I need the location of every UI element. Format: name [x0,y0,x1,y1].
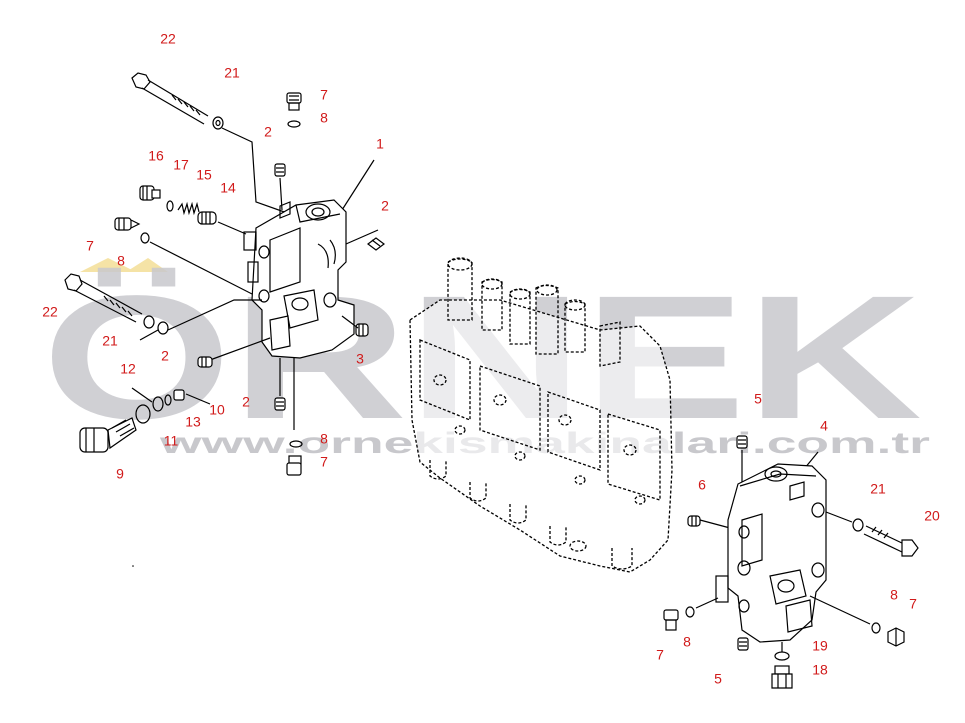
callout-c12: 12 [120,361,136,377]
valve-section-4 [727,463,827,643]
callout-c7e: 7 [656,647,664,663]
oring-17 [166,200,174,212]
callout-c5b: 5 [714,671,722,687]
callout-c16: 16 [148,148,164,164]
ring-12 [152,396,164,412]
oring-19 [774,651,790,661]
callout-c1: 1 [376,136,384,152]
callout-c8e: 8 [683,634,691,650]
bolt-22-lower [64,273,143,323]
spring-15 [177,201,200,216]
plug-2-right [367,237,385,251]
callout-c2c: 2 [161,348,169,364]
callout-c19: 19 [812,638,828,654]
washer-21-right [852,518,864,532]
plug-7-right [887,627,905,647]
ring-11 [135,404,151,424]
plug-5-bottom [737,637,749,651]
callout-c2a: 2 [264,124,272,140]
callout-c7c: 7 [320,454,328,470]
callout-c17: 17 [173,157,189,173]
plug-7-top [286,92,302,111]
callout-c21b: 21 [102,333,118,349]
plug-6 [687,515,701,527]
spacer-right [715,575,729,603]
oring-8-bottom [289,440,303,448]
oring-8-top [287,120,301,128]
callout-c6: 6 [698,477,706,493]
callout-c8d: 8 [890,587,898,603]
oring-8-left [140,232,150,244]
main-control-valve [409,257,673,573]
callout-c21c: 21 [870,481,886,497]
callout-c11: 11 [164,433,179,449]
plug-7-lower-left [663,609,679,631]
plug-2-lower [197,356,213,368]
plug-2-top [274,163,286,177]
oring-8-lower-left [685,606,695,618]
plug-16 [139,185,161,201]
washer-21-top [212,116,224,130]
callout-c7d: 7 [909,596,917,612]
callout-c5a: 5 [754,391,762,407]
callout-c22a: 22 [160,31,176,47]
callout-c2b: 2 [381,198,389,214]
fitting-7-left [114,217,141,231]
plug-18 [771,665,793,689]
plug-3 [355,323,369,337]
cap-10 [173,389,185,401]
callout-c8b: 8 [117,253,125,269]
oring-13 [164,394,172,406]
callout-c14: 14 [220,180,236,196]
callout-c20: 20 [924,508,940,524]
bolt-22-top [131,72,209,125]
lower-right-assembly [663,435,919,689]
callout-c4: 4 [820,418,828,434]
washer-21-lower-a [143,315,155,329]
callout-c2d: 2 [242,394,250,410]
bolt-20 [863,525,919,557]
gasket-left [243,231,257,251]
callout-c18: 18 [812,662,828,678]
upper-left-assembly [64,72,385,476]
callout-c7b: 7 [86,238,94,254]
watermark-accent-left [80,258,136,272]
washer-21-lower-b [157,321,169,335]
spacer-left [247,261,259,283]
poppet-14 [197,211,217,225]
callout-c22b: 22 [42,304,58,320]
callout-c10: 10 [209,402,225,418]
callout-c21a: 21 [224,65,240,81]
plug-5-top [736,435,748,449]
relief-valve-9 [79,417,137,453]
plug-2-bottom [274,397,286,411]
valve-section-1 [251,199,355,359]
oring-8-right [871,622,881,634]
callout-c15: 15 [196,167,212,183]
callout-c3: 3 [356,351,364,367]
plug-7-bottom [286,455,302,476]
callout-c13: 13 [185,414,201,430]
callout-c8c: 8 [320,431,328,447]
watermark-accent-right [126,258,168,272]
stray-dot [132,565,134,567]
callout-c9: 9 [116,466,124,482]
callout-c8a: 8 [320,110,328,126]
callout-c7a: 7 [320,87,328,103]
